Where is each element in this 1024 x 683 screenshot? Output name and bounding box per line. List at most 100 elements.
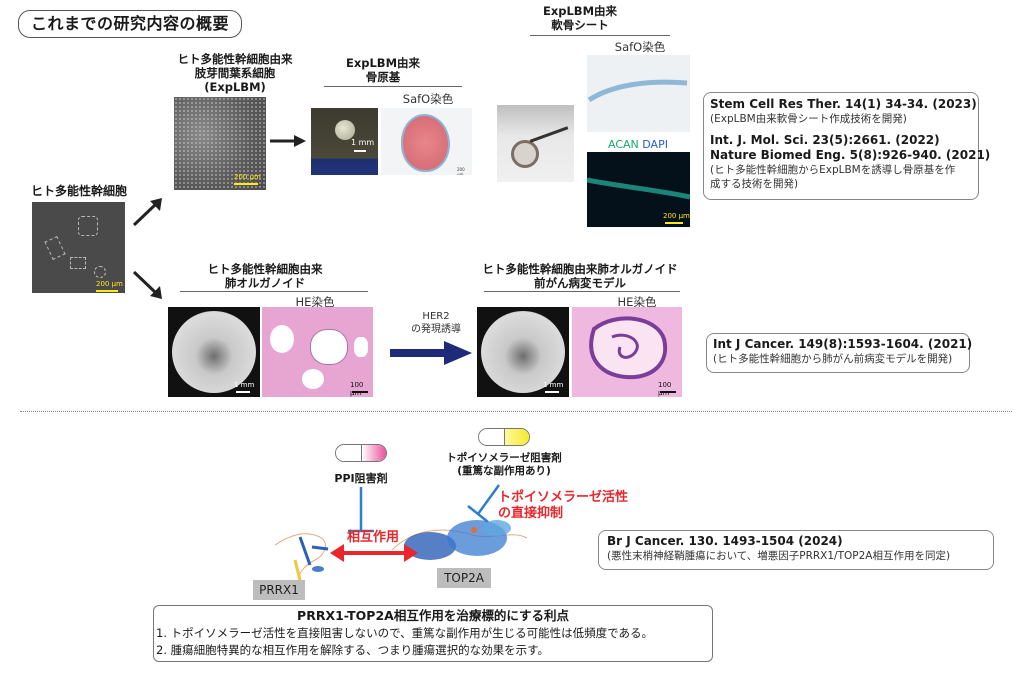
bone-rule [324,86,462,87]
cartilage-rule [530,35,670,36]
ipsc-scale-label: 200 µm [96,280,123,288]
ref-int-j-cancer[interactable]: Int J Cancer. 149(8):1593-1604. (2021) [713,337,973,351]
interaction-double-arrow-icon [330,544,418,562]
ipsc-label: ヒト多能性幹細胞 [30,184,127,198]
arrow-down-right-icon [132,270,162,299]
bone-label-line1: ExpLBM由来 [345,56,421,70]
fluorescence-sheet [587,177,690,200]
precancer-he-scale-bar [660,391,676,393]
bone-stain-label: SafO染色 [402,92,454,106]
direct-inhibition-label: トポイソメラーゼ活性 の直接抑制 [498,490,628,522]
explbm-label: ヒト多能性幹細胞由来 肢芽間葉系細胞 (ExpLBM) [145,52,325,94]
cartilage-sheet-stain [587,79,688,103]
topo-inhibitor-label-line1: トポイソメラーゼ阻害剤 [446,452,562,464]
precancer-photo: 1 mm [477,307,569,397]
ipsc-micrograph: 200 µm [32,202,125,293]
ppi-inhibitor-label: PPI阻害剤 [334,472,388,485]
ref-nature-biomed-eng[interactable]: Nature Biomed Eng. 5(8):926-940. (2021) [710,148,991,162]
reference-box-cartilage-bone: Stem Cell Res Ther. 14(1) 34-34. (2023) … [703,92,991,200]
topo-inhibitor-label: トポイソメラーゼ阻害剤 (重篤な副作用あり) [440,452,568,478]
lung-photo-scale-label: 1 mm [234,381,255,389]
precancer-stain-label: HE染色 [617,295,657,309]
lung-organoid-photo: 1 mm [168,307,260,397]
ref-stem-cell-res-ther[interactable]: Stem Cell Res Ther. 14(1) 34-34. (2023) [710,97,977,111]
ref-int-j-mol-sci[interactable]: Int. J. Mol. Sci. 23(5):2661. (2022) [710,133,940,147]
ref-note-bjc: (悪性末梢神経鞘腫瘍において、増悪因子PRRX1/TOP2A相互作用を同定) [607,550,951,562]
lung-organoid-label-line1: ヒト多能性幹細胞由来 [207,262,323,276]
precancer-photo-scale-bar [545,391,559,393]
ref-note-bone-line2: 成する技術を開発) [710,178,799,190]
advantages-box: PRRX1-TOP2A相互作用を治療標的にする利点 1. トポイソメラーゼ活性を… [153,605,713,662]
direct-inhibition-line1: トポイソメラーゼ活性 [498,490,629,505]
ppi-inhibitor-pill-icon [335,444,387,462]
her2-label-line2: の発現誘導 [411,324,461,335]
lung-organoid-label-line2: 肺オルガノイド [224,276,306,290]
cartilage-label: ExpLBM由来 軟骨シート [520,4,640,32]
cartilage-stain-label: SafO染色 [614,40,666,54]
lung-organoid-label: ヒト多能性幹細胞由来 肺オルガノイド [190,262,340,290]
arrow-up-right-icon [132,198,162,227]
explbm-scale-bar [234,183,258,185]
bone-scale-bar [354,150,366,152]
arrow-right-icon [270,135,306,147]
bone-safo-stain: 200 µm [381,108,472,175]
explbm-micrograph: 200 µm [174,97,266,190]
her2-label: HER2 の発現誘導 [398,310,474,336]
topo-inhibitor-pill-icon [478,428,530,446]
precancer-label-line2: 前がん病変モデル [534,276,626,290]
lung-he-scale-label: 100 µm [350,381,364,397]
gene-label-prrx1: PRRX1 [253,580,305,600]
bone-stain-scale-label: 200 µm [457,167,465,175]
ppi-inhibition-icon [348,487,374,533]
topo-inhibition-icon [467,484,501,523]
precancer-label-line1: ヒト多能性幹細胞由来肺オルガノイド [482,262,678,276]
cartilage-fluorescence: 200 µm [587,152,690,227]
fluor-scale-bar [665,222,683,224]
section-divider [20,411,1012,412]
precancer-he-scale-label: 100 µm [658,381,672,397]
advantages-title: PRRX1-TOP2A相互作用を治療標的にする利点 [297,608,569,623]
cartilage-safo-stain [587,55,690,132]
lung-he-scale-bar [352,391,368,393]
explbm-label-line3: (ExpLBM) [204,80,266,94]
reference-box-bjc: Br J Cancer. 130. 1493-1504 (2024) (悪性末梢… [598,530,994,570]
cartilage-label-line1: ExpLBM由来 [542,4,618,18]
gene-label-top2a: TOP2A [437,568,491,588]
bone-label-line2: 骨原基 [365,70,401,84]
cartilage-photo [497,105,574,182]
lung-organoid-rule [180,291,368,292]
precancer-label: ヒト多能性幹細胞由来肺オルガノイド 前がん病変モデル [470,262,690,290]
advantage-item-2: 2. 腫瘍細胞特異的な相互作用を解除する、つまり腫瘍選択的な効果を示す。 [156,643,549,657]
advantage-item-1: 1. トポイソメラーゼ活性を直接阻害しないので、重篤な副作用が生じる可能性は低頻… [156,626,654,640]
topo-inhibitor-label-line2: (重篤な副作用あり) [457,465,551,477]
bone-photo: 1 mm [311,108,378,175]
lung-photo-scale-bar [236,391,250,393]
ref-note-cartilage: (ExpLBM由来軟骨シート作成技術を開発) [710,113,907,125]
precancer-he-stain: 100 µm [572,307,682,397]
ipsc-scale-bar [96,290,118,292]
explbm-scale-label: 200 µm [234,173,261,181]
lung-stain-label: HE染色 [295,295,335,309]
bone-label: ExpLBM由来 骨原基 [318,56,448,84]
bone-scale-label: 1 mm [351,138,375,147]
fluor-stain-label: ACAN DAPI [598,138,678,152]
explbm-label-line1: ヒト多能性幹細胞由来 [177,52,293,66]
precancer-rule [484,291,680,292]
page-title: これまでの研究内容の概要 [18,10,242,38]
interaction-label: 相互作用 [346,530,399,545]
fluor-scale-label: 200 µm [663,212,690,220]
precancer-epithelium [589,316,668,380]
cartilage-label-line2: 軟骨シート [551,18,609,32]
ref-note-lung: (ヒト多能性幹細胞から肺がん前病変モデルを開発) [713,353,953,365]
direct-inhibition-line2: の直接抑制 [498,506,564,521]
ref-note-bone-line1: (ヒト多能性幹細胞からExpLBMを誘導し骨原基を作 [710,164,956,176]
acan-label: ACAN [608,138,639,151]
her2-arrow-icon [390,341,472,365]
her2-label-line1: HER2 [422,311,450,322]
explbm-label-line2: 肢芽間葉系細胞 [194,66,276,80]
lung-he-stain: 100 µm [262,307,373,397]
reference-box-lung: Int J Cancer. 149(8):1593-1604. (2021) (… [706,333,973,373]
dapi-label: DAPI [642,138,668,151]
precancer-photo-scale-label: 1 mm [543,381,564,389]
ref-br-j-cancer[interactable]: Br J Cancer. 130. 1493-1504 (2024) [607,534,843,548]
